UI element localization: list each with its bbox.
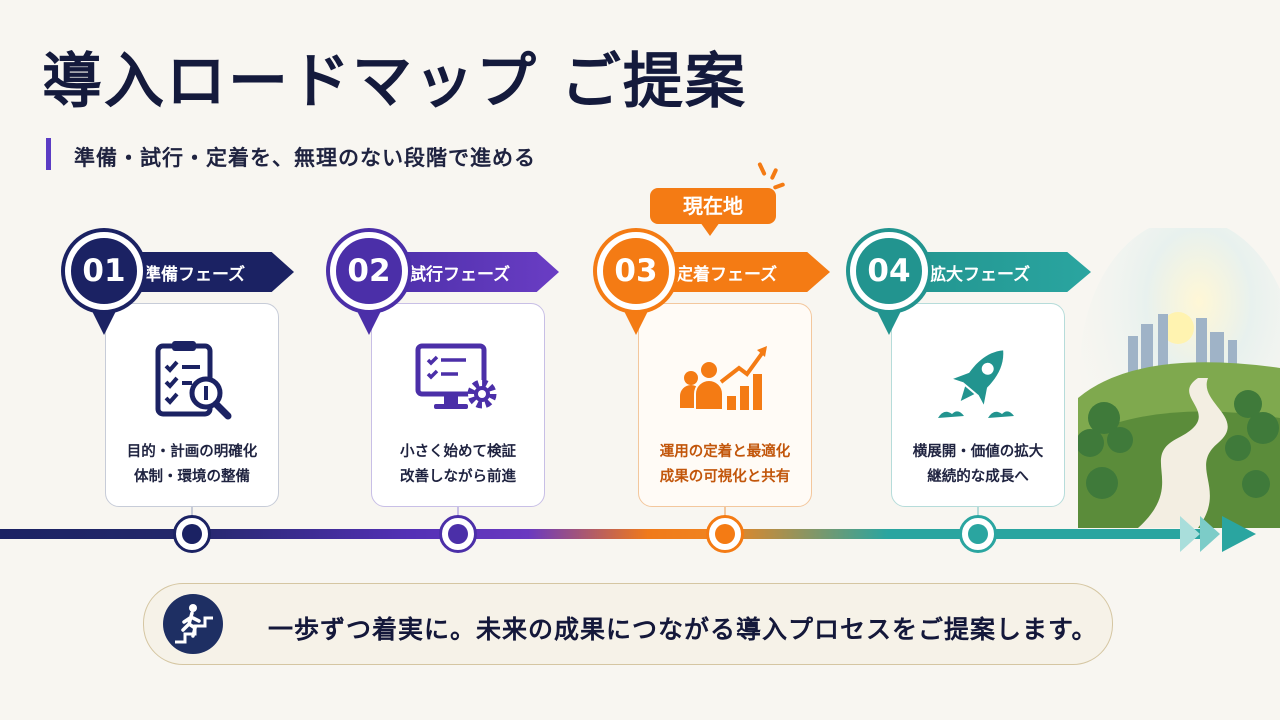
phase-card: 運用の定着と最適化 成果の可視化と共有 — [638, 303, 812, 507]
phase-description: 横展開・価値の拡大 継続的な成長へ — [892, 440, 1064, 490]
phase-label: 拡大フェーズ — [929, 265, 1031, 285]
phase-description: 運用の定着と最適化 成果の可視化と共有 — [639, 440, 811, 490]
phase-label: 定着フェーズ — [676, 265, 778, 285]
timeline-chevron — [1180, 516, 1200, 552]
timeline-node — [706, 515, 744, 553]
page-subtitle: 準備・試行・定着を、無理のない段階で進める — [74, 146, 536, 170]
monitor-gear-icon — [415, 343, 497, 409]
node-stem — [457, 507, 459, 519]
badge-pointer — [91, 309, 117, 335]
person-climbing-stairs-icon — [163, 594, 223, 654]
phase-number: 02 — [347, 253, 391, 289]
phase-description: 小さく始めて検証 改善しながら前進 — [372, 440, 544, 490]
summary-message-box — [143, 583, 1113, 665]
phase-card: 横展開・価値の拡大 継続的な成長へ — [891, 303, 1065, 507]
rocket-icon — [938, 350, 1014, 418]
spark-mark — [769, 167, 779, 181]
road-landscape-illustration — [1078, 228, 1280, 528]
phase-description-line: 小さく始めて検証 — [400, 444, 516, 460]
node-stem — [977, 507, 979, 519]
roadmap-timeline — [0, 529, 1200, 539]
phase-label: 準備フェーズ — [144, 265, 246, 285]
summary-message: 一歩ずつ着実に。未来の成果につながる導入プロセスをご提案します。 — [268, 615, 1098, 644]
timeline-arrowhead — [1222, 516, 1256, 552]
phase-number-badge: 02 — [330, 232, 408, 310]
subtitle-accent-bar — [46, 138, 51, 170]
phase-description-line: 体制・環境の整備 — [134, 469, 250, 485]
badge-pointer — [356, 309, 382, 335]
current-location-pointer — [700, 222, 720, 236]
phase-number-badge: 01 — [65, 232, 143, 310]
current-location-badge: 現在地 — [650, 188, 776, 224]
phase-description-line: 横展開・価値の拡大 — [912, 444, 1044, 460]
people-growth-chart-icon — [680, 346, 767, 411]
node-stem — [191, 507, 193, 519]
timeline-node — [959, 515, 997, 553]
phase-number: 03 — [614, 253, 658, 289]
phase-label: 試行フェーズ — [409, 265, 511, 285]
spark-mark — [757, 161, 767, 177]
phase-description-line: 運用の定着と最適化 — [659, 444, 791, 460]
phase-number-badge: 03 — [597, 232, 675, 310]
phase-description-line: 継続的な成長へ — [927, 469, 1029, 485]
phase-number: 01 — [82, 253, 126, 289]
phase-description-line: 改善しながら前進 — [400, 469, 516, 485]
phase-card: 小さく始めて検証 改善しながら前進 — [371, 303, 545, 507]
phase-number: 04 — [867, 253, 911, 289]
phase-card: 目的・計画の明確化 体制・環境の整備 — [105, 303, 279, 507]
badge-pointer — [623, 309, 649, 335]
timeline-chevron — [1200, 516, 1220, 552]
page-title: 導入ロードマップ ご提案 — [42, 47, 747, 117]
phase-description-line: 成果の可視化と共有 — [659, 469, 791, 485]
phase-number-badge: 04 — [850, 232, 928, 310]
badge-pointer — [876, 309, 902, 335]
timeline-node — [439, 515, 477, 553]
node-stem — [724, 507, 726, 519]
timeline-node — [173, 515, 211, 553]
phase-description-line: 目的・計画の明確化 — [126, 444, 258, 460]
spark-mark — [772, 182, 786, 190]
phase-description: 目的・計画の明確化 体制・環境の整備 — [106, 440, 278, 490]
checklist-magnifier-icon — [155, 341, 232, 420]
